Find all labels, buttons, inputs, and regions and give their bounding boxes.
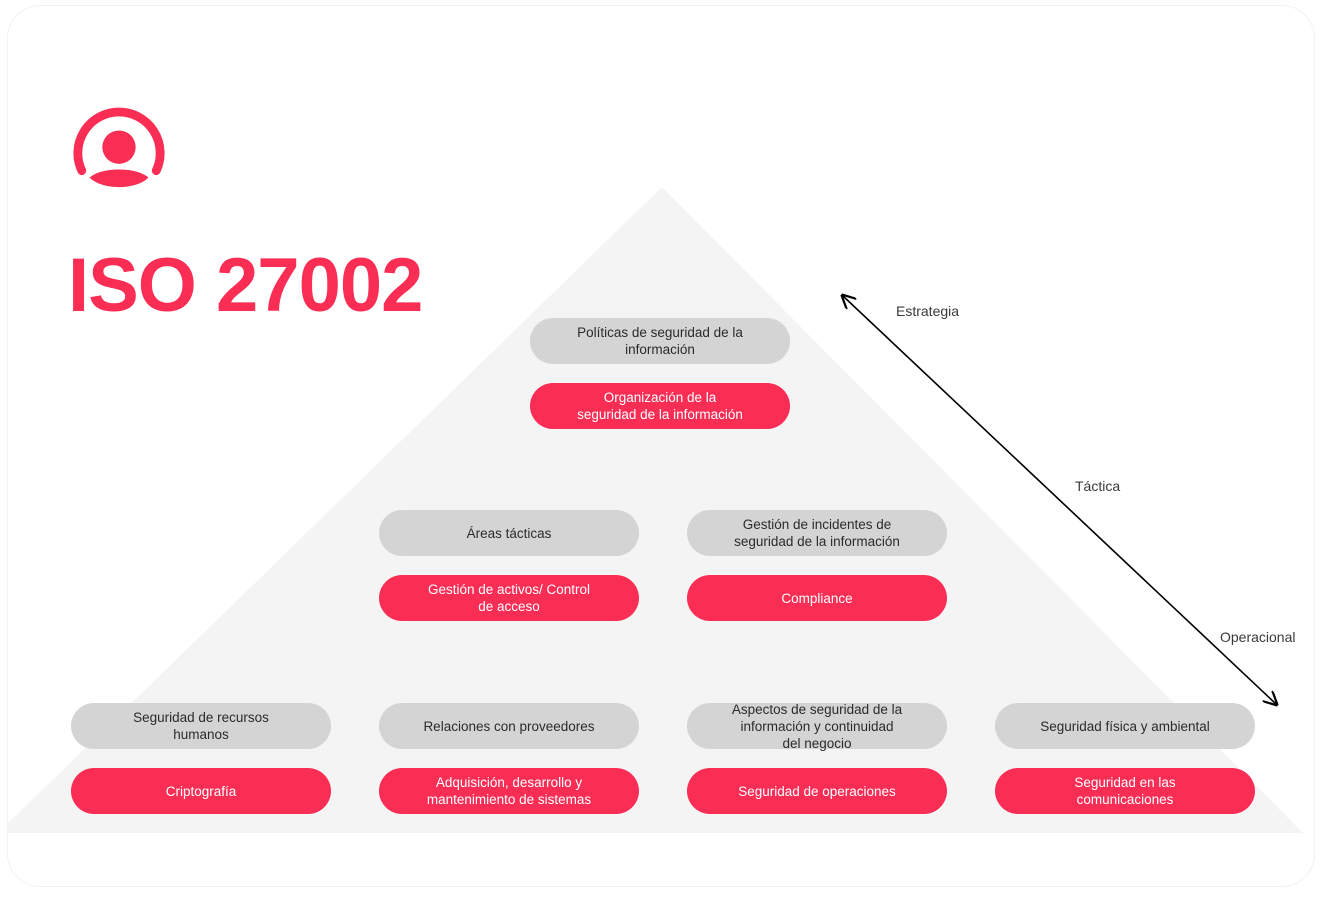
pyramid-box-label: Adquisición, desarrollo y mantenimiento … (426, 775, 592, 807)
pyramid-box-areas-tacticas[interactable]: Áreas tácticas (379, 510, 639, 556)
axis-label-operacional: Operacional (1220, 629, 1296, 645)
pyramid-box-label: Gestión de incidentes de seguridad de la… (734, 517, 900, 549)
pyramid-box-aspectos-continuidad-negocio[interactable]: Aspectos de seguridad de la información … (687, 701, 947, 751)
infographic-card: ISO 27002 Políticas de seguridad de la i… (8, 6, 1314, 886)
pyramid-box-relaciones-proveedores[interactable]: Relaciones con proveedores (379, 703, 639, 749)
pyramid-box-label: Relaciones con proveedores (423, 718, 595, 734)
pyramid-box-compliance[interactable]: Compliance (687, 575, 947, 621)
pyramid-box-adquisicion-desarrollo-mantenimiento[interactable]: Adquisición, desarrollo y mantenimiento … (379, 768, 639, 814)
user-avatar-circle-icon (73, 107, 165, 188)
pyramid-box-label: Criptografía (165, 783, 237, 799)
double-headed-diagonal-arrow-icon (8, 6, 1314, 886)
axis-label-estrategia: Estrategia (896, 303, 960, 319)
pyramid-box-label: Aspectos de seguridad de la información … (731, 701, 903, 751)
pyramid-box-label: Áreas tácticas (466, 525, 552, 541)
pyramid-box-label: Seguridad física y ambiental (1040, 718, 1210, 734)
pyramid-box-organizacion-seguridad[interactable]: Organización de la seguridad de la infor… (530, 383, 790, 429)
pyramid-box-seguridad-fisica-ambiental[interactable]: Seguridad física y ambiental (995, 703, 1255, 749)
pyramid-box-label: Seguridad de operaciones (738, 783, 896, 799)
pyramid-box-gestion-activos-control-acceso[interactable]: Gestión de activos/ Control de acceso (379, 575, 639, 621)
pyramid-box-criptografia[interactable]: Criptografía (71, 768, 331, 814)
axis-label-tactica: Táctica (1075, 478, 1121, 494)
pyramid-box-label: Políticas de seguridad de la información (577, 325, 743, 357)
pyramid-box-label: Compliance (781, 590, 853, 606)
pyramid-box-label: Gestión de activos/ Control de acceso (427, 582, 591, 614)
pyramid-box-seguridad-recursos-humanos[interactable]: Seguridad de recursos humanos (71, 703, 331, 749)
pyramid-shape (8, 187, 1303, 833)
pyramid-box-label: Seguridad de recursos humanos (133, 710, 269, 742)
pyramid-box-label: Organización de la seguridad de la infor… (577, 390, 743, 422)
pyramid-box-seguridad-operaciones[interactable]: Seguridad de operaciones (687, 768, 947, 814)
pyramid-box-politicas-seguridad[interactable]: Políticas de seguridad de la información (530, 318, 790, 364)
pyramid-box-seguridad-comunicaciones[interactable]: Seguridad en las comunicaciones (995, 768, 1255, 814)
page-title: ISO 27002 (68, 243, 423, 328)
pyramid-box-gestion-incidentes[interactable]: Gestión de incidentes de seguridad de la… (687, 510, 947, 556)
pyramid-box-label: Seguridad en las comunicaciones (1074, 775, 1176, 807)
